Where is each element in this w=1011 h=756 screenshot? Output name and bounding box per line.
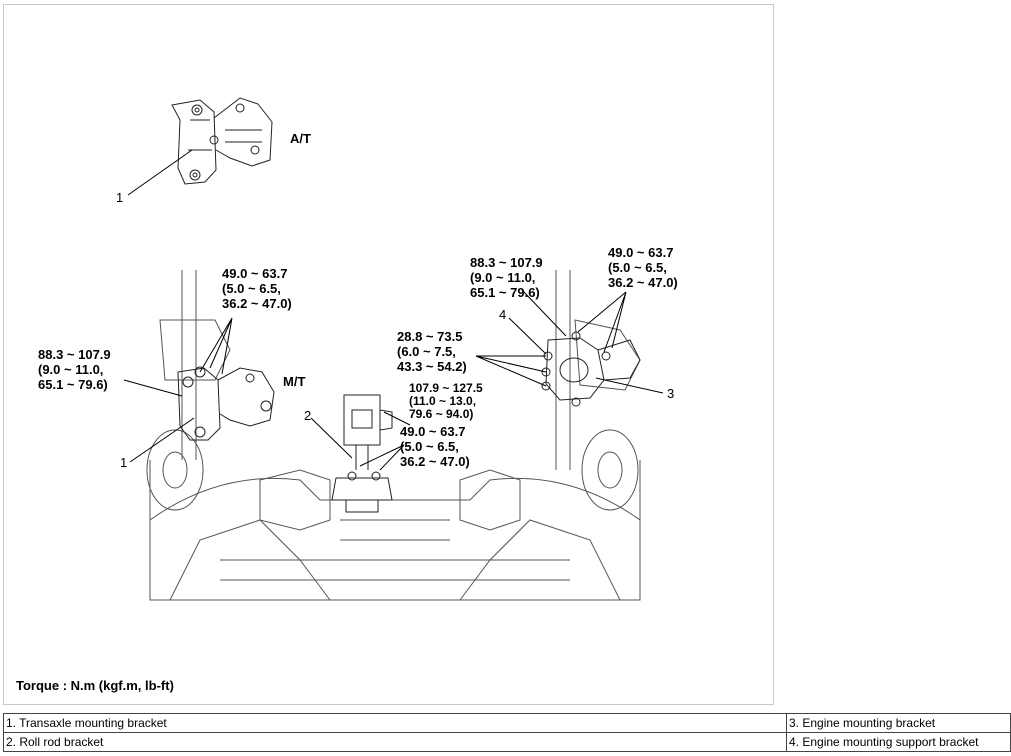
mt-mount-drawing <box>177 366 275 441</box>
torque-unit-note: Torque : N.m (kgf.m, lb-ft) <box>16 678 174 693</box>
engine-mount-diagram <box>123 97 664 601</box>
callout-3: 3 <box>667 386 675 401</box>
legend-item-2: 2. Roll rod bracket <box>3 732 787 752</box>
legend-item-3: 3. Engine mounting bracket <box>786 713 1011 733</box>
torque-spec-engine-mount-left: 28.8 ~ 73.5 (6.0 ~ 7.5, 43.3 ~ 54.2) <box>397 329 467 374</box>
mt-label: M/T <box>283 374 306 389</box>
torque-spec-mt-upper: 49.0 ~ 63.7 (5.0 ~ 6.5, 36.2 ~ 47.0) <box>222 266 292 311</box>
legend-item-4: 4. Engine mounting support bracket <box>786 732 1011 752</box>
engine-mount-drawing <box>541 331 641 407</box>
legend-table: 1. Transaxle mounting bracket 3. Engine … <box>3 713 1011 752</box>
roll-rod-drawing <box>331 394 393 513</box>
torque-spec-engine-mount-upper: 88.3 ~ 107.9 (9.0 ~ 11.0, 65.1 ~ 79.6) <box>470 255 543 300</box>
at-label: A/T <box>290 131 311 146</box>
diagram-frame <box>3 4 774 705</box>
torque-spec-roll-rod-lower: 49.0 ~ 63.7 (5.0 ~ 6.5, 36.2 ~ 47.0) <box>400 424 470 469</box>
callout-1-top: 1 <box>116 190 124 205</box>
callout-4: 4 <box>499 307 507 322</box>
callout-2: 2 <box>304 408 312 423</box>
subframe-drawing <box>146 270 641 601</box>
callout-1-left: 1 <box>120 455 128 470</box>
torque-spec-mt-left: 88.3 ~ 107.9 (9.0 ~ 11.0, 65.1 ~ 79.6) <box>38 347 111 392</box>
at-mount-drawing <box>171 97 273 185</box>
legend-row: 1. Transaxle mounting bracket 3. Engine … <box>3 713 1011 733</box>
torque-spec-roll-rod-upper: 107.9 ~ 127.5 (11.0 ~ 13.0, 79.6 ~ 94.0) <box>409 381 483 421</box>
legend-item-1: 1. Transaxle mounting bracket <box>3 713 787 733</box>
torque-spec-engine-mount-right: 49.0 ~ 63.7 (5.0 ~ 6.5, 36.2 ~ 47.0) <box>608 245 678 290</box>
legend-row: 2. Roll rod bracket 4. Engine mounting s… <box>3 732 1011 752</box>
